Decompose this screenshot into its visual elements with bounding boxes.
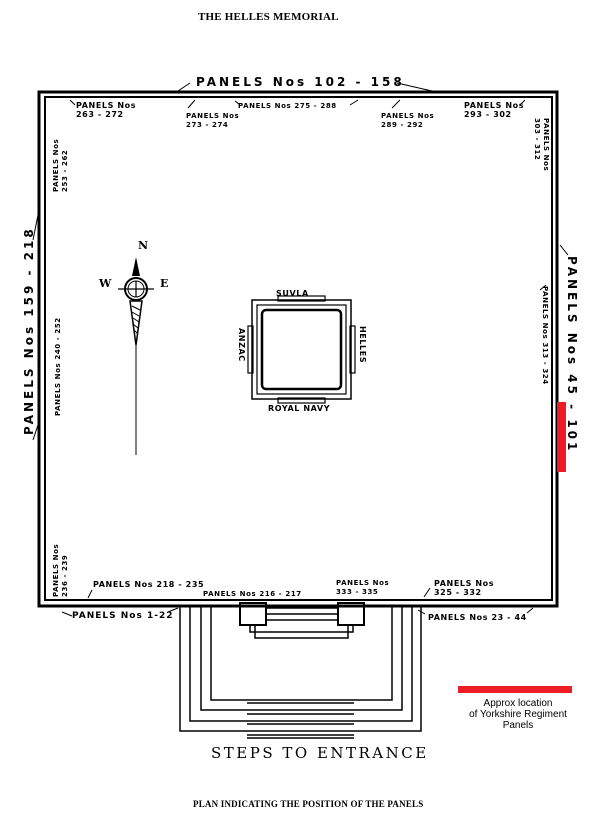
- label-line: PANELS Nos: [434, 579, 495, 588]
- yorkshire-panels-highlight: [557, 402, 566, 472]
- label-panels-23-44: PANELS Nos 23 - 44: [428, 613, 527, 622]
- label-line: 236 - 239: [61, 554, 69, 597]
- label-line: 325 - 332: [434, 588, 482, 597]
- legend-line: Panels: [502, 720, 534, 731]
- label-royal-navy: ROYAL NAVY: [268, 404, 331, 413]
- label-line: PANELS Nos: [52, 138, 60, 192]
- label-line: PANELS Nos: [464, 101, 525, 110]
- label-panels-275-288: PANELS Nos 275 - 288: [238, 102, 337, 110]
- entrance-steps: [179, 602, 422, 739]
- label-line: PANELS Nos: [542, 118, 550, 172]
- legend-text: Approx location of Yorkshire Regiment Pa…: [453, 698, 583, 731]
- legend-line: of Yorkshire Regiment: [469, 709, 567, 720]
- label-panels-313-324: PANELS Nos 313 - 324: [541, 286, 549, 385]
- label-line: 289 - 292: [381, 121, 424, 129]
- label-line: 263 - 272: [76, 110, 124, 119]
- label-panels-240-252: PANELS Nos 240 - 252: [54, 317, 62, 416]
- compass-rose: [118, 257, 154, 455]
- compass-north: N: [138, 239, 149, 252]
- label-anzac: ANZAC: [237, 328, 246, 362]
- label-line: 293 - 302: [464, 110, 512, 119]
- label-line: PANELS Nos: [381, 112, 435, 120]
- compass-east: E: [160, 277, 169, 290]
- label-panels-218-235: PANELS Nos 218 - 235: [93, 580, 205, 589]
- label-panels-159-218: PANELS Nos 159 - 218: [22, 226, 36, 435]
- label-panels-216-217: PANELS Nos 216 - 217: [203, 590, 302, 598]
- label-panels-102-158: PANELS Nos 102 - 158: [196, 75, 405, 89]
- label-line: 273 - 274: [186, 121, 229, 129]
- label-line: PANELS Nos: [52, 543, 60, 597]
- label-panels-1-22: PANELS Nos 1-22: [72, 611, 174, 621]
- footer-caption: PLAN INDICATING THE POSITION OF THE PANE…: [193, 799, 424, 809]
- label-line: 303 - 312: [533, 118, 541, 161]
- label-helles: HELLES: [358, 326, 367, 364]
- label-steps-to-entrance: STEPS TO ENTRANCE: [211, 744, 429, 762]
- legend-red-swatch: [458, 686, 572, 693]
- compass-west: W: [99, 277, 112, 290]
- pointer-arrows: [32, 82, 569, 617]
- label-panels-45-101: PANELS Nos 45 - 101: [565, 256, 579, 454]
- label-line: 253 - 262: [61, 149, 69, 192]
- label-line: PANELS Nos: [186, 112, 240, 120]
- label-line: PANELS Nos: [76, 101, 137, 110]
- legend-line: Approx location: [483, 698, 553, 709]
- page-title: THE HELLES MEMORIAL: [198, 11, 339, 23]
- label-line: 333 - 335: [336, 588, 379, 596]
- obelisk-plan: [247, 295, 356, 404]
- label-line: PANELS Nos: [336, 579, 390, 587]
- label-suvla: SUVLA: [276, 289, 309, 298]
